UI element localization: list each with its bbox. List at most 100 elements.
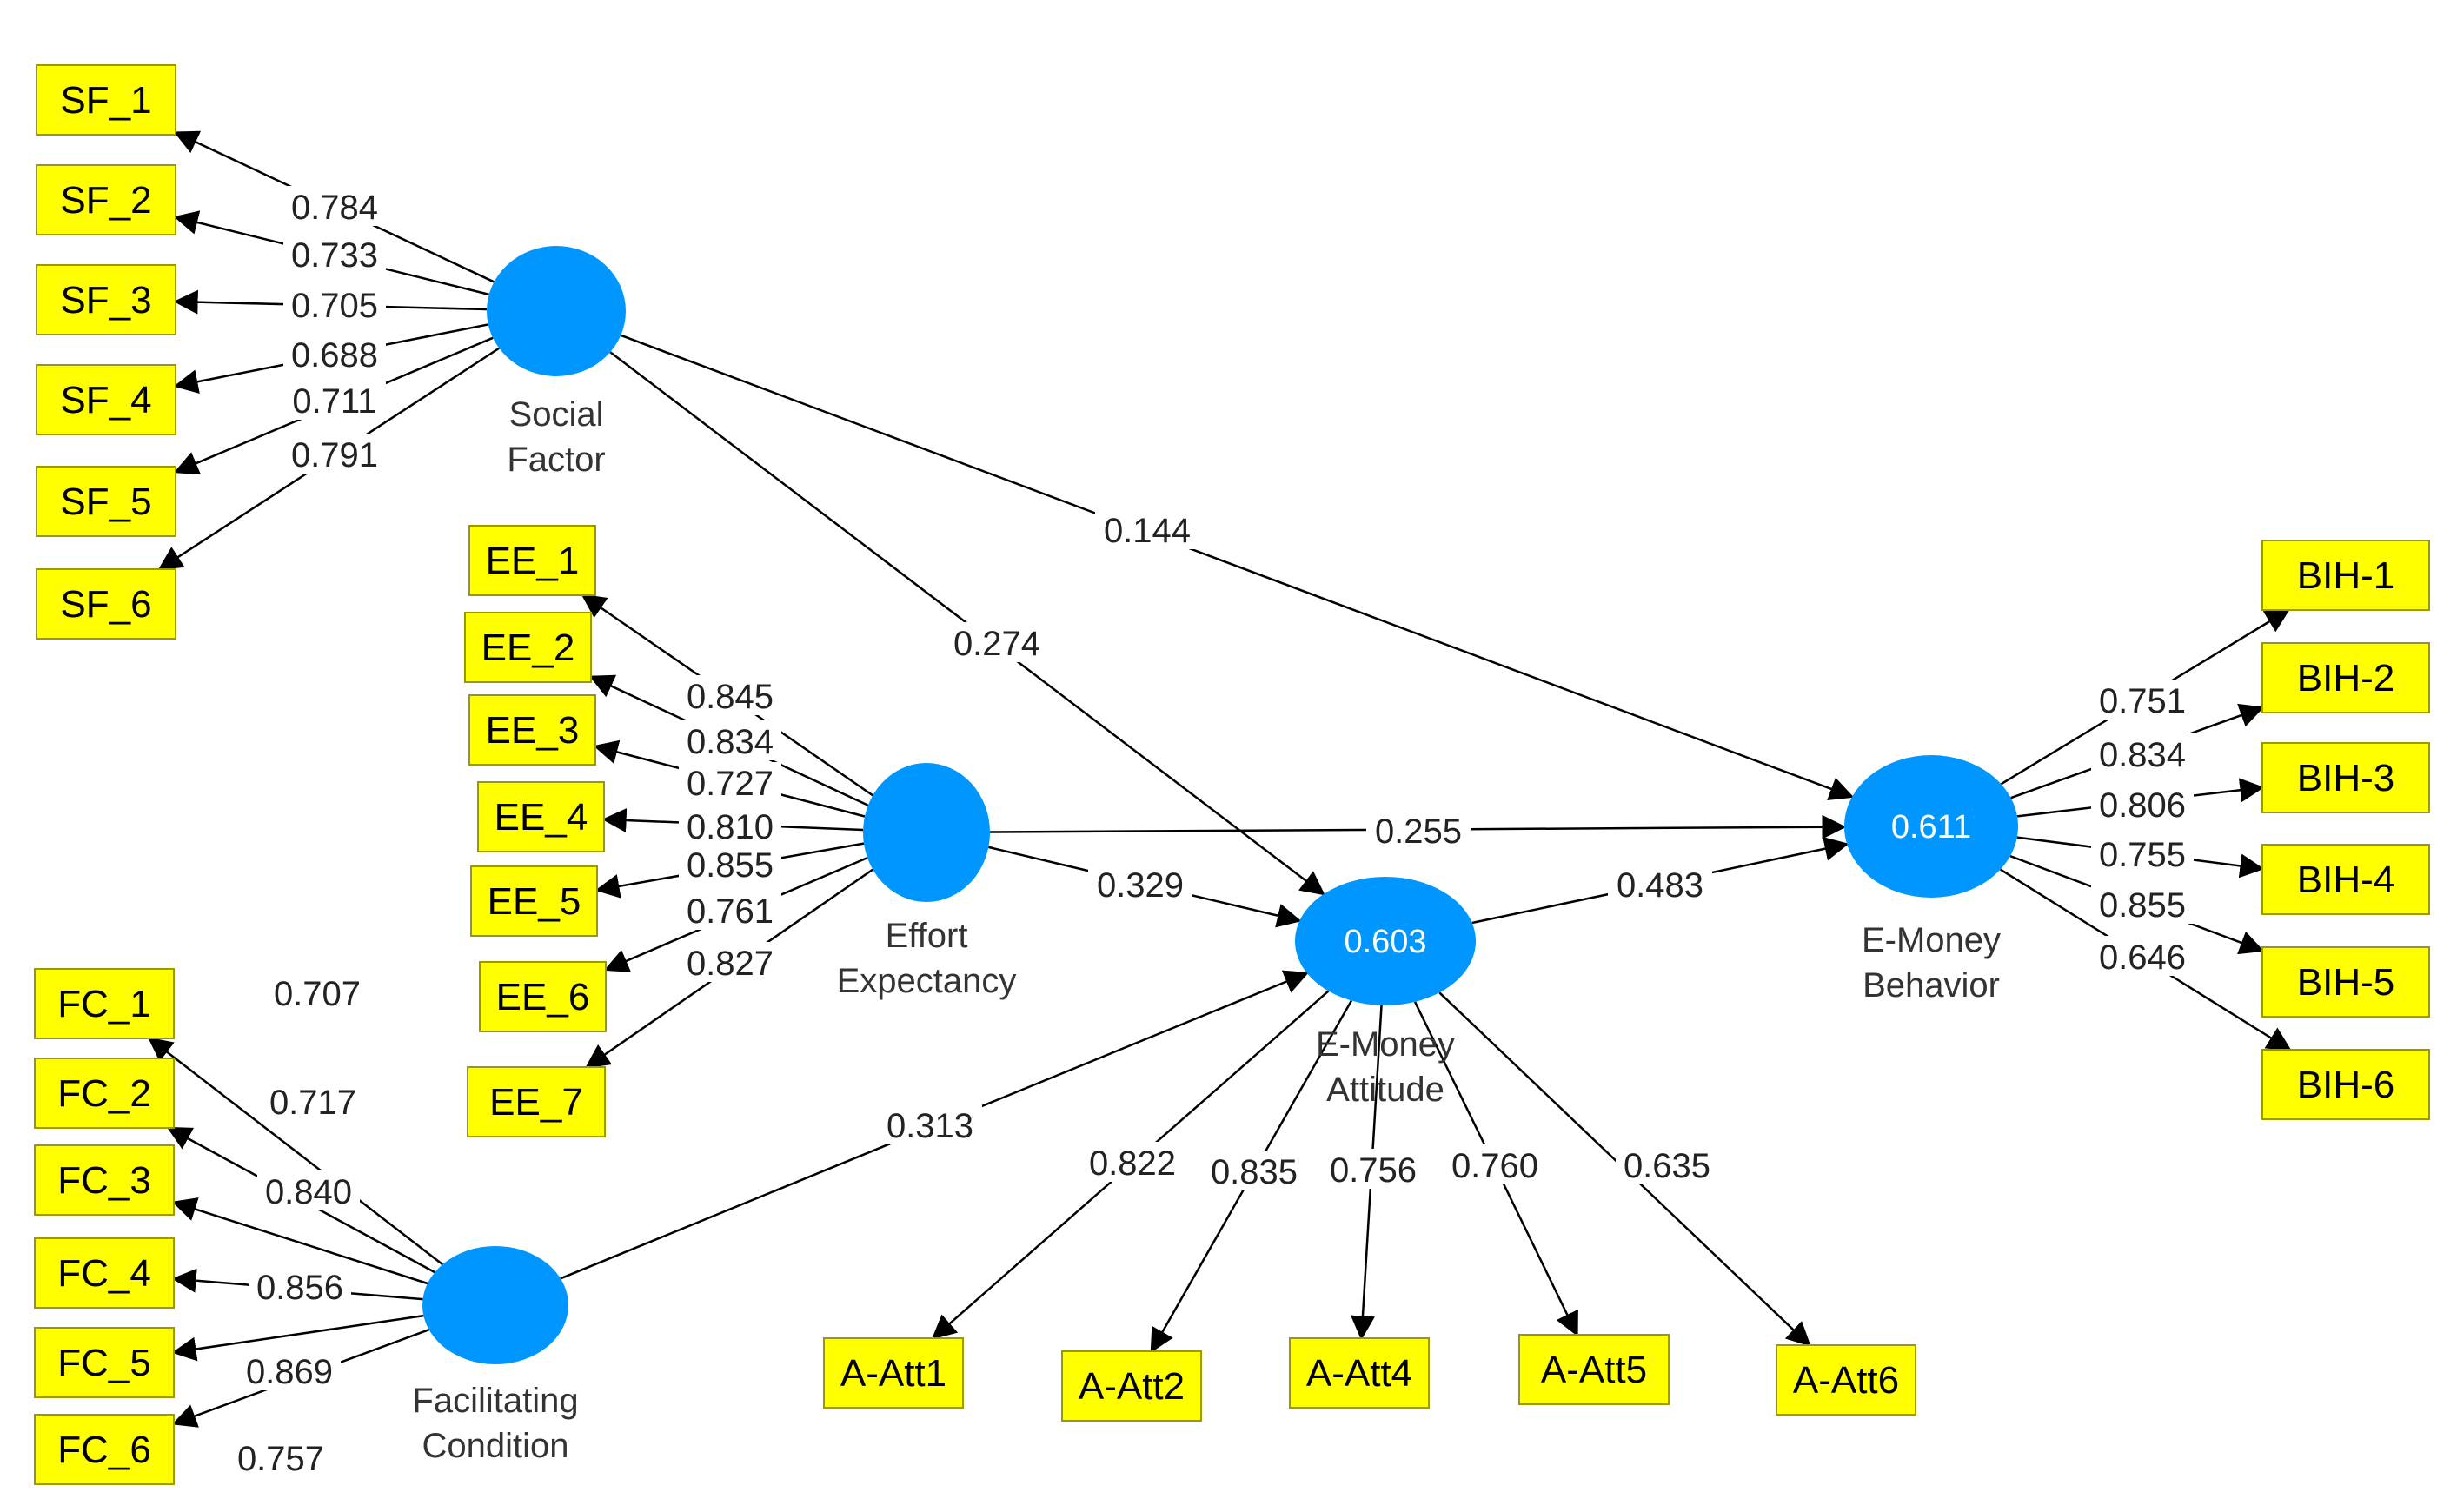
loading-label-bg xyxy=(679,675,781,715)
latent-circle[interactable] xyxy=(1295,877,1476,1005)
indicator-fc_4[interactable]: FC_4 xyxy=(34,1237,175,1309)
indicator-box[interactable] xyxy=(36,264,176,335)
indicator-ee_1[interactable]: EE_1 xyxy=(468,525,596,596)
indicator-box[interactable] xyxy=(34,968,175,1039)
indicator-sf_2[interactable]: SF_2 xyxy=(36,164,176,235)
indicator-box[interactable] xyxy=(34,1144,175,1216)
loading-value-sf_1: 0.784 xyxy=(283,186,386,227)
indicator-box[interactable] xyxy=(34,1414,175,1485)
indicator-box[interactable] xyxy=(34,1327,175,1398)
indicator-box[interactable] xyxy=(468,525,596,596)
indicator-fc_3[interactable]: FC_3 xyxy=(34,1144,175,1216)
latent-name-line: Attitude xyxy=(1326,1071,1444,1109)
loading-value-bih-2: 0.834 xyxy=(2091,733,2194,774)
indicator-box[interactable] xyxy=(477,781,605,852)
indicator-label: A-Att6 xyxy=(1793,1359,1899,1402)
loading-value-ee_6: 0.761 xyxy=(679,890,781,931)
indicator-bih-2[interactable]: BIH-2 xyxy=(2261,642,2430,713)
indicator-box[interactable] xyxy=(1518,1334,1670,1405)
latent-variable-att[interactable]: 0.603 xyxy=(1295,877,1476,1005)
indicator-box[interactable] xyxy=(2261,1049,2430,1120)
indicator-ee_2[interactable]: EE_2 xyxy=(464,612,592,683)
indicator-box[interactable] xyxy=(468,694,596,766)
indicator-sf_4[interactable]: SF_4 xyxy=(36,364,176,435)
indicator-bih-1[interactable]: BIH-1 xyxy=(2261,540,2430,611)
indicator-fc_2[interactable]: FC_2 xyxy=(34,1058,175,1129)
latent-circle[interactable] xyxy=(487,246,626,376)
latent-name-line: Facilitating xyxy=(412,1382,578,1420)
loading-value-fc_1: 0.707 xyxy=(266,972,369,1013)
indicator-ee_6[interactable]: EE_6 xyxy=(479,961,607,1032)
indicator-box[interactable] xyxy=(2261,742,2430,813)
latent-circle[interactable] xyxy=(863,763,990,902)
indicator-box[interactable] xyxy=(464,612,592,683)
indicator-ee_3[interactable]: EE_3 xyxy=(468,694,596,766)
indicator-label: EE_1 xyxy=(486,540,580,582)
indicator-box[interactable] xyxy=(36,364,176,435)
latent-variable-sf[interactable] xyxy=(487,246,626,376)
loading-value-fc_5: 0.869 xyxy=(238,1350,341,1391)
indicator-box[interactable] xyxy=(2261,642,2430,713)
latent-variable-fc[interactable] xyxy=(422,1246,568,1364)
indicator-box[interactable] xyxy=(36,568,176,640)
latent-variable-ee[interactable] xyxy=(863,763,990,902)
loading-label-bg xyxy=(283,380,386,420)
indicator-box[interactable] xyxy=(34,1237,175,1309)
latent-circle[interactable] xyxy=(1844,755,2018,898)
path-coefficient-label: 0.313 xyxy=(887,1107,973,1145)
indicator-box[interactable] xyxy=(2261,946,2430,1018)
indicator-box[interactable] xyxy=(34,1058,175,1129)
indicator-a-att5[interactable]: A-Att5 xyxy=(1518,1334,1670,1405)
indicator-sf_5[interactable]: SF_5 xyxy=(36,466,176,537)
loading-label-bg xyxy=(283,434,386,474)
indicator-box[interactable] xyxy=(1061,1350,1202,1422)
latent-circle[interactable] xyxy=(422,1246,568,1364)
indicator-bih-5[interactable]: BIH-5 xyxy=(2261,946,2430,1018)
latent-name-line: Effort xyxy=(886,917,968,955)
labels-layer: 0.7840.7330.7050.6880.7110.7910.8450.834… xyxy=(229,186,2194,1478)
indicator-box[interactable] xyxy=(2261,844,2430,915)
indicator-sf_1[interactable]: SF_1 xyxy=(36,64,176,136)
indicator-ee_7[interactable]: EE_7 xyxy=(467,1066,606,1137)
indicator-a-att2[interactable]: A-Att2 xyxy=(1061,1350,1202,1422)
indicator-box[interactable] xyxy=(479,961,607,1032)
indicator-box[interactable] xyxy=(36,466,176,537)
indicator-bih-4[interactable]: BIH-4 xyxy=(2261,844,2430,915)
loading-arrow-fc_3 xyxy=(171,1197,428,1285)
indicator-sf_3[interactable]: SF_3 xyxy=(36,264,176,335)
indicator-bih-3[interactable]: BIH-3 xyxy=(2261,742,2430,813)
indicator-box[interactable] xyxy=(470,865,598,937)
loading-value-fc_4: 0.856 xyxy=(249,1266,351,1307)
indicator-box[interactable] xyxy=(36,64,176,136)
latent-name-line: Condition xyxy=(422,1427,568,1465)
indicator-ee_4[interactable]: EE_4 xyxy=(477,781,605,852)
loading-label-bg xyxy=(266,972,369,1012)
latent-variable-beh[interactable]: 0.611 xyxy=(1844,755,2018,898)
loading-value-sf_4: 0.688 xyxy=(283,334,386,375)
indicator-label: EE_2 xyxy=(481,627,575,669)
indicator-a-att4[interactable]: A-Att4 xyxy=(1289,1337,1430,1409)
indicator-box[interactable] xyxy=(467,1066,606,1137)
indicator-a-att6[interactable]: A-Att6 xyxy=(1776,1344,1916,1416)
loading-label-bg xyxy=(679,844,781,884)
indicator-box[interactable] xyxy=(2261,540,2430,611)
indicator-box[interactable] xyxy=(1776,1344,1916,1416)
loading-label: 0.727 xyxy=(687,765,774,803)
indicator-fc_5[interactable]: FC_5 xyxy=(34,1327,175,1398)
loading-value-ee_1: 0.845 xyxy=(679,675,781,716)
indicator-bih-6[interactable]: BIH-6 xyxy=(2261,1049,2430,1120)
loading-value-ee_7: 0.827 xyxy=(679,942,781,983)
indicator-a-att1[interactable]: A-Att1 xyxy=(823,1337,964,1409)
indicator-fc_6[interactable]: FC_6 xyxy=(34,1414,175,1485)
indicator-ee_5[interactable]: EE_5 xyxy=(470,865,598,937)
indicator-label: FC_6 xyxy=(57,1429,151,1471)
loading-value-a-att5: 0.760 xyxy=(1444,1144,1546,1185)
loading-label-bg xyxy=(2091,833,2194,873)
indicator-label: FC_2 xyxy=(57,1072,151,1115)
loading-value-a-att6: 0.635 xyxy=(1616,1144,1718,1185)
indicator-fc_1[interactable]: FC_1 xyxy=(34,968,175,1039)
indicator-box[interactable] xyxy=(823,1337,964,1409)
indicator-box[interactable] xyxy=(1289,1337,1430,1409)
indicator-box[interactable] xyxy=(36,164,176,235)
indicator-sf_6[interactable]: SF_6 xyxy=(36,568,176,640)
